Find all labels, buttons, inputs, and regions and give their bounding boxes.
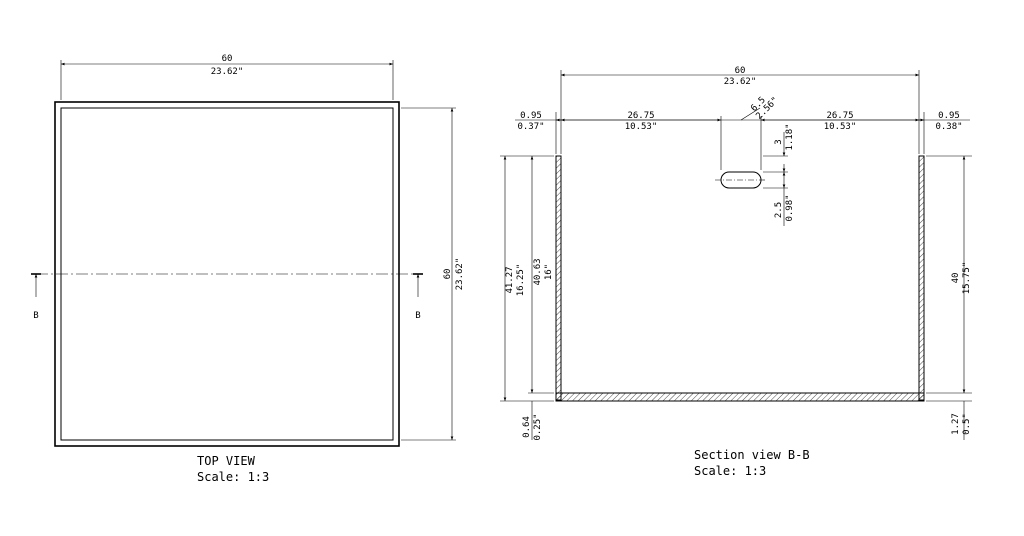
right-span-in: 10.53" — [824, 122, 857, 132]
left-wall-in: 0.37" — [517, 122, 544, 132]
section-mark-left: B — [33, 311, 38, 321]
bottom-left-thickness-in: 0.25" — [533, 413, 543, 440]
slot-length-leader — [740, 107, 761, 121]
top-view-scale: Scale: 1:3 — [197, 470, 269, 484]
bottom-left-thickness-mm: 0.64 — [522, 416, 532, 438]
top-view-depth-in: 23.62" — [455, 258, 465, 291]
bottom-right-thickness-mm: 1.27 — [951, 413, 961, 435]
top-view-title: TOP VIEW — [197, 454, 256, 468]
top-view-width-in: 23.62" — [211, 67, 244, 77]
slot-height-in: 0.98" — [785, 194, 795, 221]
bottom-panel — [555, 392, 925, 402]
section-view: 60 23.62" 0.95 0.37" 26.75 10.53" 26.75 … — [500, 66, 972, 478]
slot-top-offset-mm: 3 — [774, 139, 784, 144]
right-height-in: 15.75" — [962, 262, 972, 295]
right-wall — [918, 155, 925, 401]
overall-width-mm: 60 — [735, 66, 746, 76]
section-view-scale: Scale: 1:3 — [694, 464, 766, 478]
left-wall-mm: 0.95 — [520, 111, 542, 121]
slot-height-mm: 2.5 — [774, 202, 784, 218]
outer-height-mm: 41.27 — [505, 266, 515, 293]
section-view-title: Section view B-B — [694, 448, 810, 462]
top-view-width-mm: 60 — [222, 54, 233, 64]
right-wall-in: 0.38" — [935, 122, 962, 132]
right-height-mm: 40 — [951, 273, 961, 284]
inner-height-in: 16" — [544, 264, 554, 280]
slot-top-offset-in: 1.18" — [785, 123, 795, 150]
outer-height-in: 16.25" — [516, 264, 526, 297]
section-mark-right: B — [415, 311, 420, 321]
top-view-depth-mm: 60 — [443, 269, 453, 280]
overall-width-in: 23.62" — [724, 77, 757, 87]
left-wall — [555, 155, 562, 401]
left-span-in: 10.53" — [625, 122, 658, 132]
left-span-mm: 26.75 — [627, 111, 654, 121]
inner-height-mm: 40.63 — [533, 258, 543, 285]
top-view: 60 23.62" 60 23.62" B B TOP VIEW Scale: … — [31, 54, 465, 484]
right-wall-mm: 0.95 — [938, 111, 960, 121]
bottom-right-thickness-in: 0.5" — [962, 413, 972, 435]
right-span-mm: 26.75 — [826, 111, 853, 121]
